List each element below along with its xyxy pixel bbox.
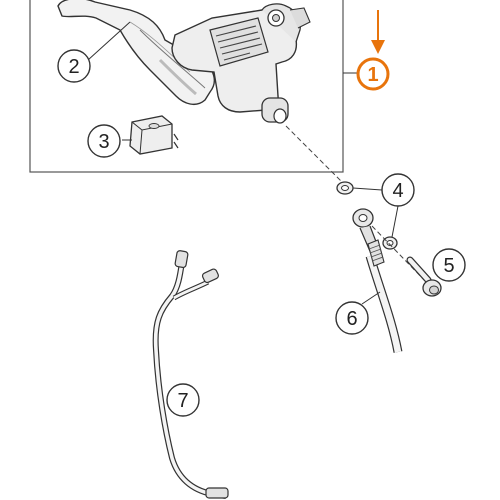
callout-6-label: 6 bbox=[346, 308, 357, 330]
callout-5: 5 bbox=[432, 248, 466, 282]
brake-hose bbox=[365, 239, 403, 353]
callout-4-label: 4 bbox=[392, 180, 403, 202]
callout-4: 4 bbox=[381, 173, 415, 207]
banjo-bolt-axis bbox=[371, 225, 431, 287]
leader-line-2 bbox=[87, 21, 131, 61]
assembly-axis-line bbox=[285, 125, 349, 189]
brake-switch-cable bbox=[152, 250, 229, 499]
assembly-group-frame bbox=[29, 0, 344, 173]
leader-lines bbox=[87, 21, 399, 305]
down-arrow-icon bbox=[371, 10, 385, 54]
handlebar-clamp bbox=[261, 3, 311, 43]
sealing-ring-upper bbox=[336, 181, 354, 195]
brake-light-switch bbox=[129, 115, 179, 155]
sealing-ring-lower bbox=[382, 236, 398, 250]
banjo-bolt bbox=[406, 256, 442, 297]
callout-3-label: 3 bbox=[98, 131, 109, 153]
callout-7-label: 7 bbox=[177, 390, 188, 412]
reservoir-cap-text bbox=[215, 25, 263, 61]
callout-6: 6 bbox=[335, 301, 369, 335]
master-cylinder-assembly bbox=[171, 3, 311, 124]
leader-line-6 bbox=[361, 291, 381, 305]
leader-line-4a bbox=[352, 187, 383, 191]
cylinder-outlet-fitting bbox=[261, 97, 289, 124]
callout-2: 2 bbox=[57, 49, 91, 83]
callout-7: 7 bbox=[166, 383, 200, 417]
callout-3: 3 bbox=[87, 124, 121, 158]
leader-line-4b bbox=[391, 205, 399, 238]
callout-5-label: 5 bbox=[443, 255, 454, 277]
callout-2-label: 2 bbox=[68, 56, 79, 78]
callout-1-label: 1 bbox=[367, 64, 378, 86]
callout-1: 1 bbox=[356, 57, 390, 91]
